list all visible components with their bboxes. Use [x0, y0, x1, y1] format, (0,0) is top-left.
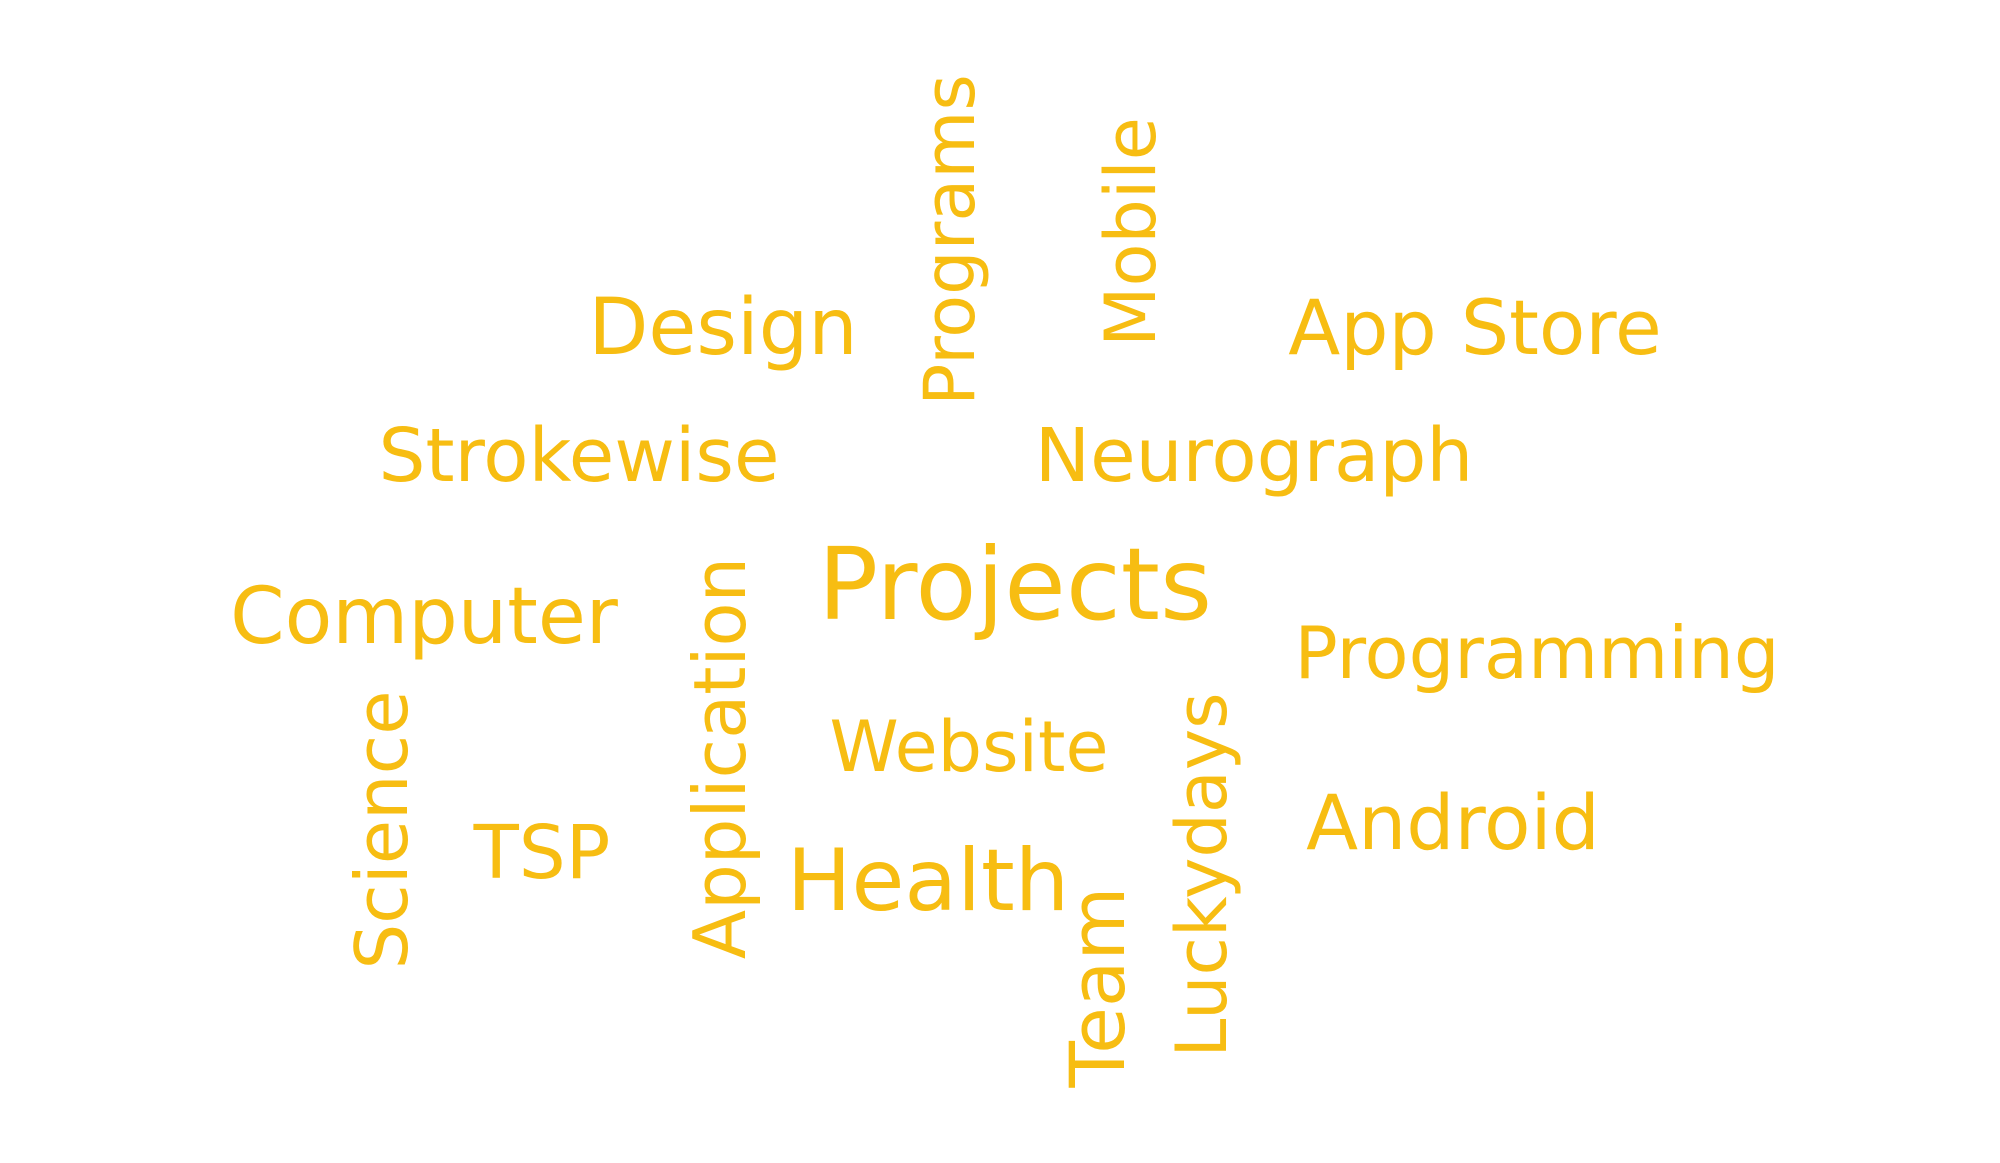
word-team: Team	[1053, 886, 1142, 1088]
word-luckydays: Luckydays	[1161, 692, 1243, 1058]
word-health: Health	[786, 831, 1070, 931]
word-app-store: App Store	[1288, 283, 1662, 372]
word-website: Website	[829, 706, 1109, 788]
word-programming: Programming	[1294, 611, 1780, 695]
word-projects: Projects	[817, 526, 1213, 643]
word-mobile: Mobile	[1090, 117, 1172, 347]
word-android: Android	[1306, 778, 1600, 867]
word-strokewise: Strokewise	[378, 413, 780, 499]
word-design: Design	[588, 283, 858, 373]
word-application: Application	[678, 556, 762, 960]
word-science: Science	[340, 690, 424, 970]
word-neurograph: Neurograph	[1034, 413, 1474, 499]
word-computer: Computer	[230, 572, 618, 662]
word-programs: Programs	[909, 74, 991, 406]
word-tsp: TSP	[473, 810, 611, 896]
